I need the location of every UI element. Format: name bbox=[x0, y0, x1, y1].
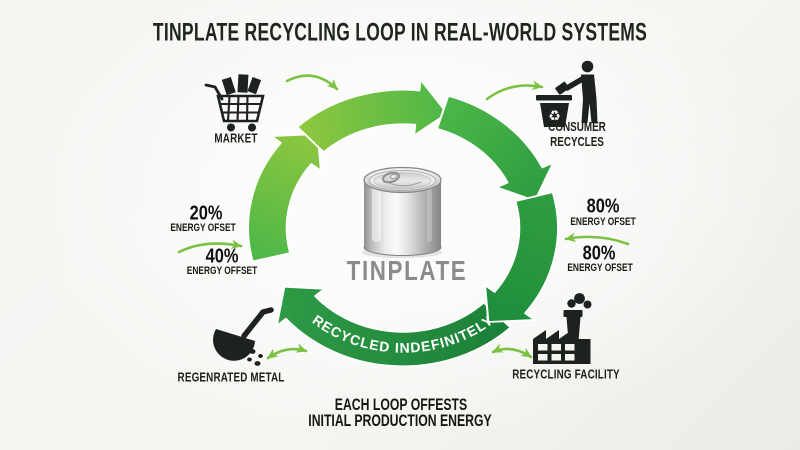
footer-line2: INITIAL PRODUCTION ENERGY bbox=[308, 411, 492, 430]
page-title: TINPLATE RECYCLING LOOP IN REAL-WORLD SY… bbox=[152, 18, 648, 47]
stat-right-top-label: ENERGY OFSET bbox=[570, 216, 636, 228]
consumer-label-line2: RECYCLES bbox=[550, 134, 604, 149]
arrow-loop-to-consumer bbox=[485, 80, 544, 101]
stat-right-bottom-value: 80% bbox=[582, 242, 616, 265]
loop-arrow-top bbox=[296, 78, 449, 154]
stat-left-top-value: 20% bbox=[189, 202, 223, 225]
loop-arrow-upper-right bbox=[435, 94, 555, 202]
consumer-label: CONSUMER RECYCLES bbox=[548, 119, 606, 149]
connector-arrows bbox=[177, 74, 630, 360]
stat-left-bottom-value: 40% bbox=[205, 245, 239, 268]
pull-tab bbox=[381, 171, 401, 184]
stat-right-top-value: 80% bbox=[586, 195, 620, 218]
regenerated-metal-label: REGENRATED METAL bbox=[177, 369, 285, 385]
recycle-symbol-glyph: ♻ bbox=[548, 109, 561, 125]
shopping-cart-icon bbox=[204, 74, 265, 132]
consumer-label-line1: CONSUMER bbox=[548, 119, 606, 134]
loop-arrow-left bbox=[247, 133, 323, 263]
stat-left-bottom-label: ENERGY OFFSET bbox=[186, 265, 258, 277]
footer-line1: EACH LOOP OFFESTS bbox=[334, 395, 468, 414]
tinplate-product-label: TINPLATE bbox=[346, 255, 468, 286]
factory-icon bbox=[533, 293, 592, 364]
tin-can-illustration bbox=[362, 166, 442, 258]
stat-right-bottom-label: ENERGY OFSET bbox=[567, 262, 633, 274]
arrow-right-offset bbox=[564, 232, 630, 246]
ladle-pouring-metal-icon bbox=[213, 307, 274, 366]
recycling-loop-ring bbox=[247, 78, 560, 368]
arrow-market-to-loop bbox=[285, 74, 339, 91]
loop-ribbon-arrow bbox=[275, 285, 512, 368]
person-recycling-icon: ♻ bbox=[536, 60, 598, 127]
recycling-facility-label: RECYCLING FACILITY bbox=[512, 366, 620, 382]
arrow-regenerated-loop bbox=[266, 343, 308, 360]
arrow-loop-facility bbox=[491, 343, 533, 359]
market-label: MARKET bbox=[214, 130, 258, 146]
stat-left-top-label: ENERGY OFSET bbox=[170, 222, 236, 234]
loop-arrow-right bbox=[483, 191, 560, 323]
arrow-left-offset bbox=[177, 239, 243, 254]
